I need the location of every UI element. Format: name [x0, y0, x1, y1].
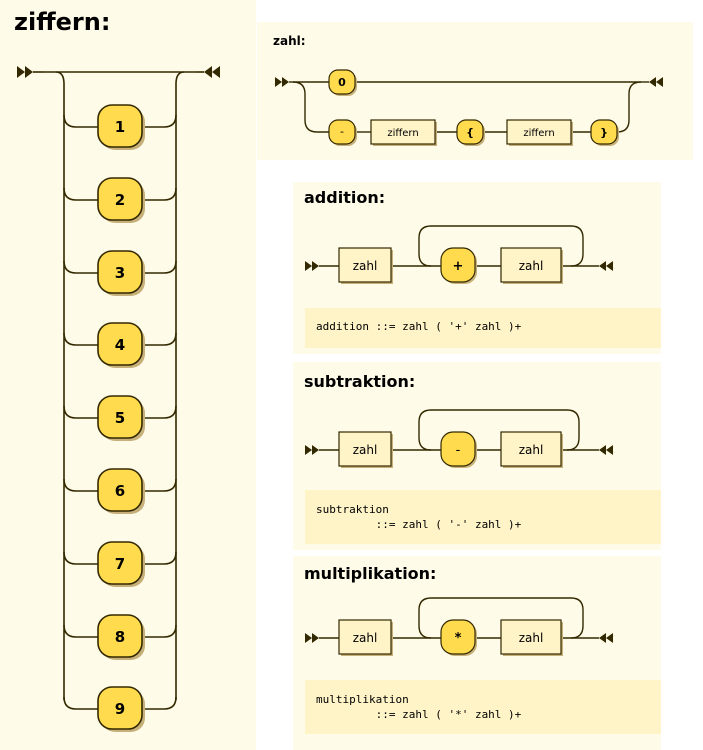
svg-text:zahl: zahl [353, 443, 378, 457]
terminal-asterisk: * [440, 619, 477, 656]
terminal-zero: 0 [328, 69, 357, 96]
svg-text:{: { [466, 126, 474, 139]
svg-text:+: + [453, 259, 464, 274]
terminal-digit-7: 7 [97, 541, 145, 587]
ziffern-diagram: 1 2 3 4 5 6 7 8 9 [17, 66, 220, 732]
digit-label: 1 [115, 118, 125, 136]
subtraktion-diagram: zahl - zahl [305, 409, 613, 468]
addition-ebnf-text: addition ::= zahl ( '+' zahl )+ [316, 320, 522, 333]
start-marker-icon [305, 633, 319, 643]
terminal-digit-4: 4 [97, 322, 145, 368]
end-marker-icon [599, 261, 613, 271]
start-marker-icon [305, 445, 319, 455]
nonterminal-ziffern-1: ziffern [370, 119, 437, 146]
zahl-title: zahl: [273, 34, 306, 48]
start-marker-icon [275, 77, 293, 87]
terminal-minus: - [440, 431, 477, 468]
nonterminal-zahl: zahl [338, 247, 393, 284]
svg-text:zahl: zahl [519, 443, 544, 457]
start-marker-icon [17, 66, 44, 78]
svg-text:zahl: zahl [519, 259, 544, 273]
end-marker-icon [196, 66, 220, 78]
nonterminal-zahl-2: zahl [500, 247, 563, 284]
svg-text:*: * [455, 631, 462, 646]
digit-label: 9 [115, 700, 125, 718]
nonterminal-zahl-2: zahl [500, 619, 563, 656]
digit-label: 7 [115, 555, 125, 573]
multiplikation-ebnf-line1: multiplikation [316, 693, 409, 706]
addition-ebnf: addition ::= zahl ( '+' zahl )+ [305, 308, 661, 348]
terminal-close-brace: } [590, 119, 619, 146]
nonterminal-zahl: zahl [338, 619, 393, 656]
multiplikation-ebnf: multiplikation ::= zahl ( '*' zahl )+ [305, 680, 661, 734]
terminal-digit-6: 6 [97, 468, 145, 514]
terminal-digit-5: 5 [97, 395, 145, 441]
terminal-digit-2: 2 [97, 177, 145, 223]
zahl-diagram: 0 - ziffern { ziffern } [275, 69, 663, 146]
addition-title: addition: [304, 188, 386, 207]
svg-text:0: 0 [338, 76, 346, 89]
terminal-digit-1: 1 [97, 104, 145, 150]
addition-diagram: zahl + zahl [305, 225, 613, 284]
digit-label: 3 [115, 264, 125, 282]
terminal-open-brace: { [456, 119, 485, 146]
end-marker-icon [599, 445, 613, 455]
digit-label: 4 [115, 336, 125, 354]
digit-label: 8 [115, 628, 125, 646]
svg-text:-: - [456, 443, 461, 458]
digit-label: 2 [115, 191, 125, 209]
terminal-digit-3: 3 [97, 250, 145, 296]
terminal-digit-9: 9 [97, 686, 145, 732]
nonterminal-zahl: zahl [338, 431, 393, 468]
start-marker-icon [305, 261, 319, 271]
svg-text:ziffern: ziffern [523, 128, 554, 139]
svg-text:zahl: zahl [353, 631, 378, 645]
svg-text:-: - [340, 125, 344, 138]
end-marker-icon [637, 77, 663, 87]
multiplikation-title: multiplikation: [304, 564, 437, 583]
end-marker-icon [599, 633, 613, 643]
multiplikation-diagram: zahl * zahl [305, 597, 613, 656]
terminal-digit-8: 8 [97, 614, 145, 660]
svg-text:zahl: zahl [519, 631, 544, 645]
terminal-minus: - [328, 119, 357, 146]
terminal-plus: + [440, 247, 477, 284]
digit-label: 6 [115, 482, 125, 500]
nonterminal-ziffern-2: ziffern [506, 119, 573, 146]
subtraktion-ebnf-line1: subtraktion [316, 503, 389, 516]
multiplikation-ebnf-line2: ::= zahl ( '*' zahl )+ [316, 708, 522, 721]
digit-label: 5 [115, 409, 125, 427]
svg-text:}: } [600, 126, 608, 139]
subtraktion-ebnf-line2: ::= zahl ( '-' zahl )+ [316, 518, 522, 531]
svg-text:ziffern: ziffern [387, 128, 418, 139]
nonterminal-zahl-2: zahl [500, 431, 563, 468]
ziffern-title: ziffern: [14, 8, 111, 36]
subtraktion-ebnf: subtraktion ::= zahl ( '-' zahl )+ [305, 490, 661, 544]
subtraktion-title: subtraktion: [304, 372, 416, 391]
svg-text:zahl: zahl [353, 259, 378, 273]
